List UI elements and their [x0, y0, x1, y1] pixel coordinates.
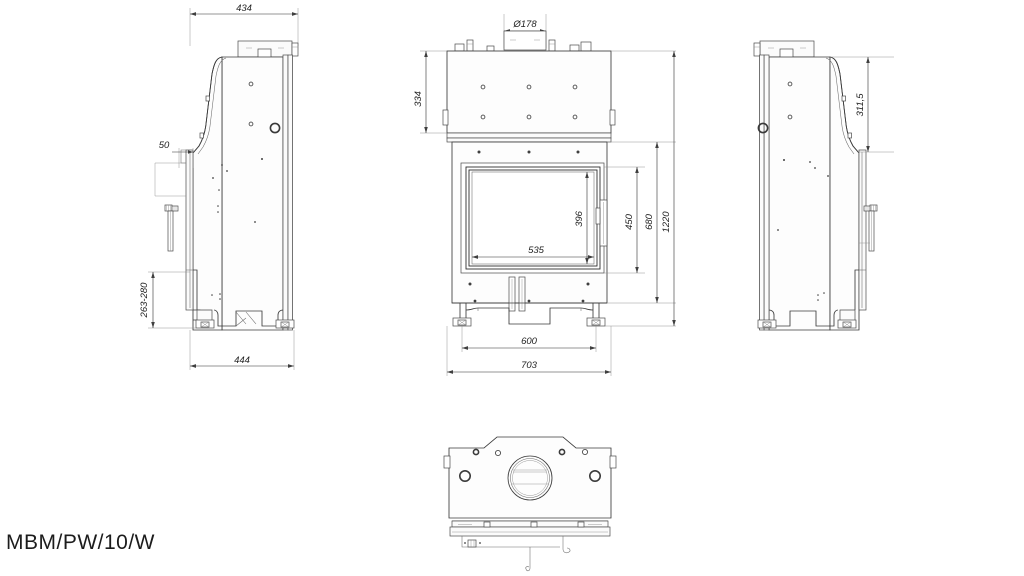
- dim-label-1220: 1220: [661, 211, 672, 233]
- dim-label-d178: Ø178: [512, 19, 537, 30]
- left-side-view: 434: [139, 3, 299, 370]
- dimension-535: 535: [472, 245, 594, 259]
- dimension-311-5: 311,5: [830, 56, 894, 153]
- dimension-396: 396: [574, 172, 589, 264]
- dim-label-50: 50: [159, 140, 170, 151]
- dim-label-434: 434: [236, 3, 252, 14]
- dim-label-396: 396: [574, 210, 585, 227]
- dim-label-703: 703: [521, 360, 538, 371]
- dimension-450: 450: [624, 167, 639, 273]
- top-view: [443, 436, 617, 572]
- front-view: Ø178: [413, 14, 676, 376]
- dim-label-263-280: 263-280: [139, 282, 150, 319]
- model-label: MBM/PW/10/W: [6, 531, 156, 554]
- right-side-view: 311,5: [753, 40, 894, 331]
- dimension-434: 434: [189, 3, 299, 46]
- dimension-263-280: 263-280: [139, 271, 196, 329]
- dimension-334: 334: [413, 50, 447, 134]
- dimension-600: 600: [461, 326, 597, 352]
- dimension-50: 50: [159, 140, 194, 168]
- dim-label-334: 334: [413, 91, 424, 107]
- dim-label-450: 450: [624, 213, 635, 230]
- dim-label-535: 535: [528, 245, 545, 256]
- dim-label-444: 444: [234, 355, 250, 366]
- dim-label-311-5: 311,5: [855, 93, 866, 117]
- dimension-680: 680: [644, 142, 659, 303]
- dim-label-600: 600: [521, 336, 538, 347]
- dimension-1220: 1220: [661, 51, 676, 326]
- dim-label-680: 680: [644, 213, 655, 230]
- dimension-444: 444: [189, 330, 295, 370]
- dimension-703: 703: [446, 326, 612, 376]
